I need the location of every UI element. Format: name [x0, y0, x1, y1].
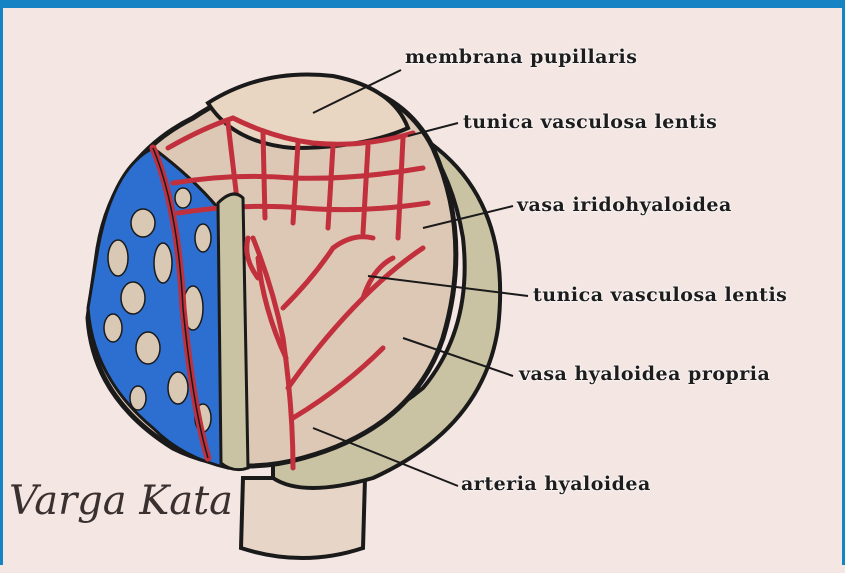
- artist-signature: Varga Kata: [9, 478, 233, 524]
- lens-capsule-band: [218, 194, 248, 470]
- label-vasa-iridohyaloidea: vasa iridohyaloidea: [517, 194, 732, 216]
- label-vasa-hyaloidea-propria: vasa hyaloidea propria: [519, 363, 770, 385]
- label-tunica-vasculosa-lentis-mid: tunica vasculosa lentis: [533, 284, 787, 306]
- label-arteria-hyaloidea: arteria hyaloidea: [461, 473, 651, 495]
- label-tunica-vasculosa-lentis-top: tunica vasculosa lentis: [463, 111, 717, 133]
- optic-stalk: [241, 478, 365, 558]
- label-membrana-pupillaris: membrana pupillaris: [405, 46, 637, 68]
